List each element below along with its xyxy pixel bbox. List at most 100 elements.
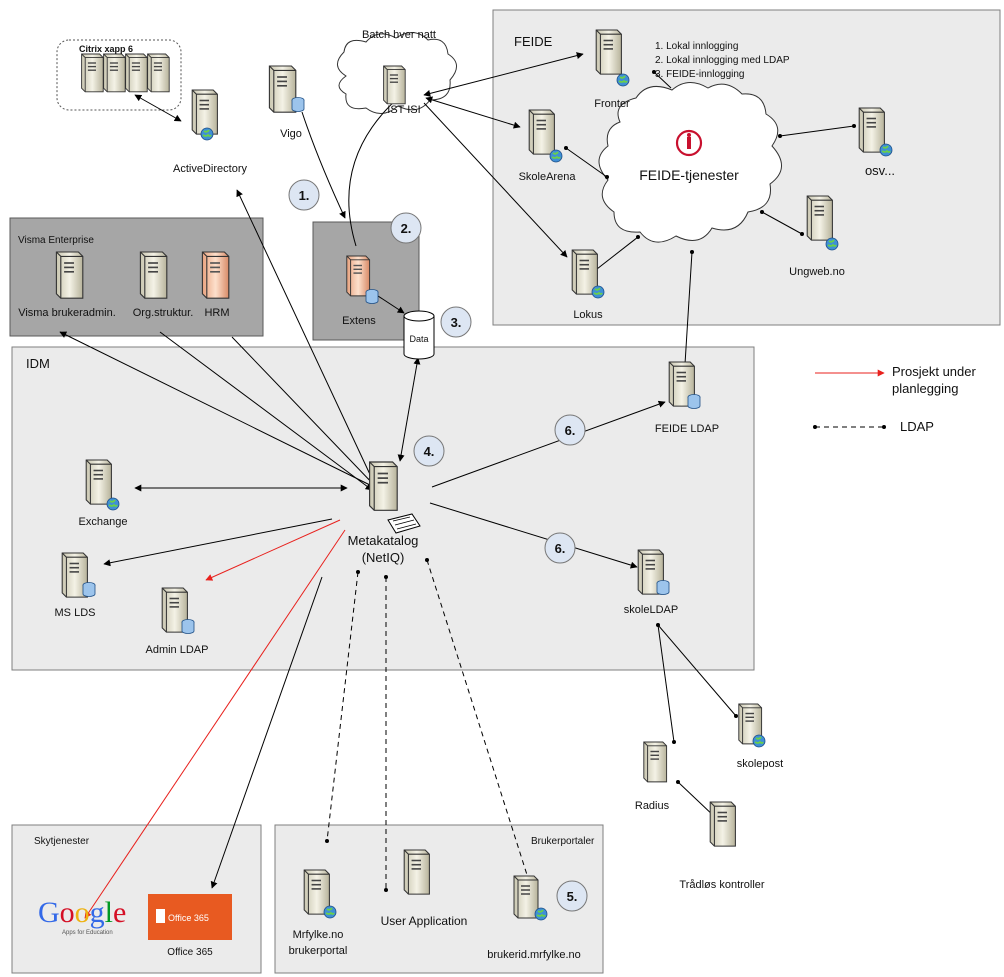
ad-server-icon [191,89,219,141]
legend-ldap: LDAP [900,419,934,434]
node-fronter: Fronter [594,98,630,110]
node-adminldap: Admin LDAP [146,644,209,656]
step-3: 3. [451,315,462,330]
node-exchange: Exchange [79,516,128,528]
node-meta-2: (NetIQ) [362,550,405,565]
vigo-server-icon [268,65,305,114]
edge-skoleldap-skolepost [657,624,738,718]
visma-server-icon [55,251,84,300]
edge-istisi-fronter [423,52,584,97]
meta-server-icon [368,461,421,534]
node-visma-bruker: Visma brukeradmin. [18,307,116,319]
node-feideldap: FEIDE LDAP [655,423,719,435]
node-mrfylke-2: brukerportal [289,945,348,957]
step-6a: 6. [565,423,576,438]
edge-extens-data [377,295,405,314]
node-tradlos: Trådløs kontroller [679,879,765,891]
edge-skoleldap-radius [656,623,676,744]
node-ad: ActiveDirectory [173,163,247,175]
node-ungweb: Ungweb.no [789,266,845,278]
feide-note-2: 2. Lokal innlogging med LDAP [655,55,790,66]
edge-hrm-meta [231,336,377,488]
istisi-server-icon [382,65,406,105]
edge-org-meta [159,331,373,491]
node-mslds: MS LDS [55,607,96,619]
org-server-icon [139,251,168,300]
office365-logo: Office 365 [148,894,232,940]
feide-group-label: FEIDE [514,34,553,49]
node-vigo: Vigo [280,128,302,140]
citrix-label: Citrix xapp 6 [79,44,133,54]
edge-meta-feideldap [431,400,666,488]
data-storage-icon [403,310,435,360]
citrix-server-icons [80,53,170,93]
node-userapp: User Application [381,914,468,928]
node-extens: Extens [342,315,376,327]
node-skoleldap: skoleLDAP [624,604,678,616]
radius-server-icon [643,741,668,783]
edge-radius-tradlos [676,780,718,820]
edge-meta-skoleldap [429,502,638,569]
edge-planned-adminldap [205,519,341,581]
node-hrm: HRM [204,307,229,319]
edge-meta-mslds [103,518,333,567]
step-6b: 6. [555,541,566,556]
edge-istisi-skolearena [425,96,521,129]
step-1: 1. [299,188,310,203]
node-meta-1: Metakatalog [348,533,419,548]
feide-note-3: 3. FEIDE-innlogging [655,69,745,80]
edge-fronter-cloud [652,70,672,89]
ldap-meta-brukerid [425,558,537,902]
node-office: Office 365 [167,947,213,958]
svg-text:Apps for Education: Apps for Education [62,930,113,936]
edge-planned-google [84,529,346,919]
google-logo: Google Apps for Education [38,896,126,936]
svg-text:Google: Google [38,896,126,929]
node-orgstruktur: Org.struktur. [133,307,194,319]
batch-label: Batch hver natt [362,29,436,41]
edge-cloud-osv [778,124,856,138]
tradlos-server-icon [709,801,737,847]
legend-planned-1: Prosjekt under [892,364,976,379]
edge-cloud-ungweb [760,210,804,236]
edge-cloud-feideldap [683,250,694,366]
visma-group-label: Visma Enterprise [18,235,94,246]
keyboard-icon [387,513,421,534]
hrm-server-icon [201,251,230,300]
feide-cloud [598,82,782,243]
edge-visma-meta [59,331,373,487]
node-skolepost: skolepost [737,758,783,770]
portal-group-label: Brukerportaler [531,836,595,847]
node-skolearena: SkoleArena [519,171,577,183]
legend: Prosjekt under planlegging LDAP [813,364,976,434]
step-5: 5. [567,889,578,904]
edge-ad-meta [236,189,375,484]
feide-cloud-label: FEIDE-tjenester [639,167,739,183]
node-lokus: Lokus [573,309,603,321]
node-radius: Radius [635,800,670,812]
edge-meta-office365 [210,576,323,889]
step-2: 2. [401,221,412,236]
edge-extens-istisi [348,97,399,247]
legend-planned-2: planlegging [892,381,959,396]
feide-note-1: 1. Lokal innlogging [655,41,738,52]
ldap-meta-mrfylke [325,570,360,843]
edge-data-meta [397,357,421,462]
idm-group-label: IDM [26,356,50,371]
node-istisi: IST ISI [387,104,420,116]
edge-vigo-extens [301,111,346,219]
feide-logo-mark [687,137,691,149]
step-markers: 1. 2. 3. 4. 5. 6. 6. [288,179,588,912]
skolepost-server-icon [738,703,766,748]
edge-citrix-ad [134,94,182,122]
node-mrfylke-1: Mrfylke.no [293,929,344,941]
edge-istisi-lokus [423,102,568,258]
svg-text:Office 365: Office 365 [168,913,209,923]
labels: Citrix xapp 6 Batch hver natt FEIDE 1. L… [18,29,895,961]
sky-group-label: Skytjenester [34,836,90,847]
step-4: 4. [424,444,435,459]
userapp-server-icon [403,849,431,895]
edge-skolearena-cloud [564,146,609,179]
node-brukerid: brukerid.mrfylke.no [487,949,581,961]
